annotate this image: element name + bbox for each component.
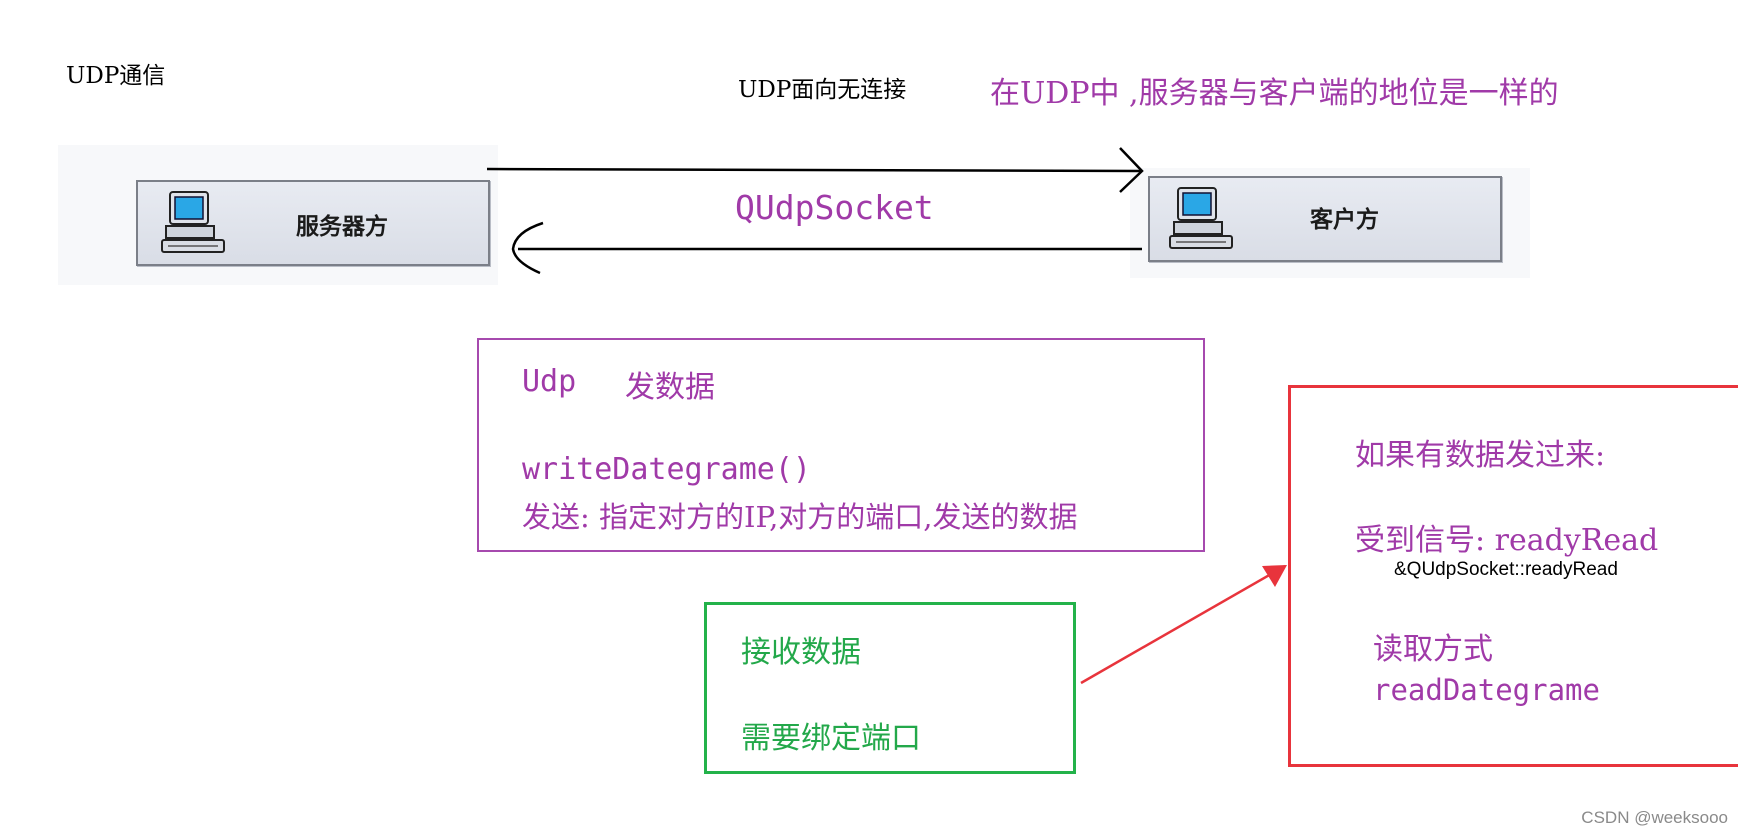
send-description: 发送: 指定对方的IP,对方的端口,发送的数据	[522, 500, 1078, 534]
arrow-to-server-head	[511, 221, 544, 275]
client-host: 客户方	[1148, 176, 1502, 262]
server-host: 服务器方	[136, 180, 490, 266]
send-function-name: writeDategrame()	[522, 452, 811, 487]
bind-port-note: 需要绑定端口	[741, 721, 921, 756]
send-heading-udp: Udp	[522, 364, 577, 399]
pointer-arrow-red	[1080, 564, 1286, 685]
equal-role-note: 在UDP中 ,服务器与客户端的地位是一样的	[990, 76, 1559, 111]
receive-data-box: 接收数据 需要绑定端口	[704, 602, 1076, 774]
signal-label: 受到信号: readyRead	[1355, 523, 1659, 558]
arrow-to-client-head	[1119, 147, 1144, 193]
send-heading-label: 发数据	[625, 370, 715, 405]
server-label: 服务器方	[296, 214, 388, 240]
read-method-name: readDategrame	[1373, 673, 1600, 707]
read-data-box: 如果有数据发过来: 受到信号: readyRead &QUdpSocket::r…	[1288, 385, 1738, 767]
read-method-label: 读取方式	[1373, 632, 1493, 667]
computer-icon	[1169, 187, 1233, 249]
client-label: 客户方	[1310, 207, 1379, 233]
send-data-box: Udp 发数据 writeDategrame() 发送: 指定对方的IP,对方的…	[477, 338, 1205, 552]
connectionless-caption: UDP面向无连接	[738, 77, 907, 103]
signal-reference: &QUdpSocket::readyRead	[1394, 559, 1618, 580]
watermark: CSDN @weeksooo	[1581, 808, 1728, 827]
incoming-data-label: 如果有数据发过来:	[1355, 438, 1606, 473]
socket-class-label: QUdpSocket	[735, 188, 934, 227]
receive-title: 接收数据	[741, 635, 861, 670]
pointer-arrow-red-head	[1262, 565, 1287, 587]
computer-icon	[161, 191, 225, 253]
arrow-to-client	[486, 167, 1143, 173]
diagram-title: UDP通信	[66, 63, 166, 89]
